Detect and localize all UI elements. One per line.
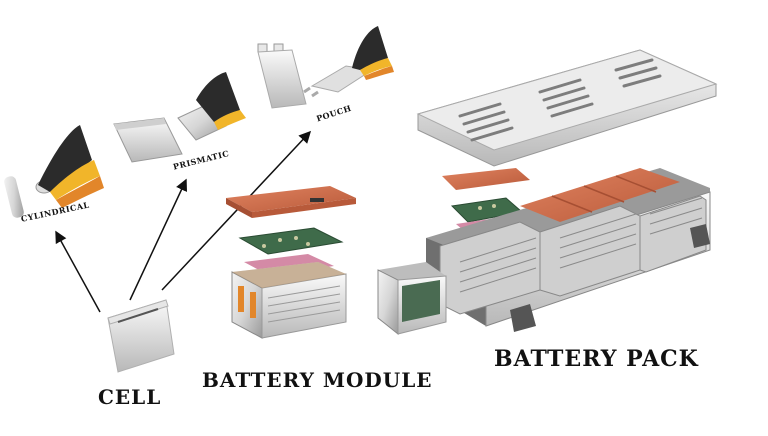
arrow-to-pouch: [161, 130, 312, 291]
label-battery-module: BATTERY MODULE: [202, 368, 433, 392]
hierarchy-arrows: [55, 130, 312, 313]
pouch-cell-illustration: [257, 26, 394, 109]
label-battery-pack: BATTERY PACK: [494, 346, 699, 372]
battery-pack-illustration: [377, 49, 718, 336]
label-cell: CELL: [98, 385, 162, 409]
arrow-to-prismatic: [129, 178, 187, 301]
arrow-to-cylindrical: [55, 230, 101, 313]
prismatic-cell-illustration: [113, 72, 246, 163]
cylindrical-cell-illustration: [4, 125, 104, 218]
battery-module-illustration: [226, 186, 356, 339]
single-cell-illustration: [107, 299, 175, 373]
